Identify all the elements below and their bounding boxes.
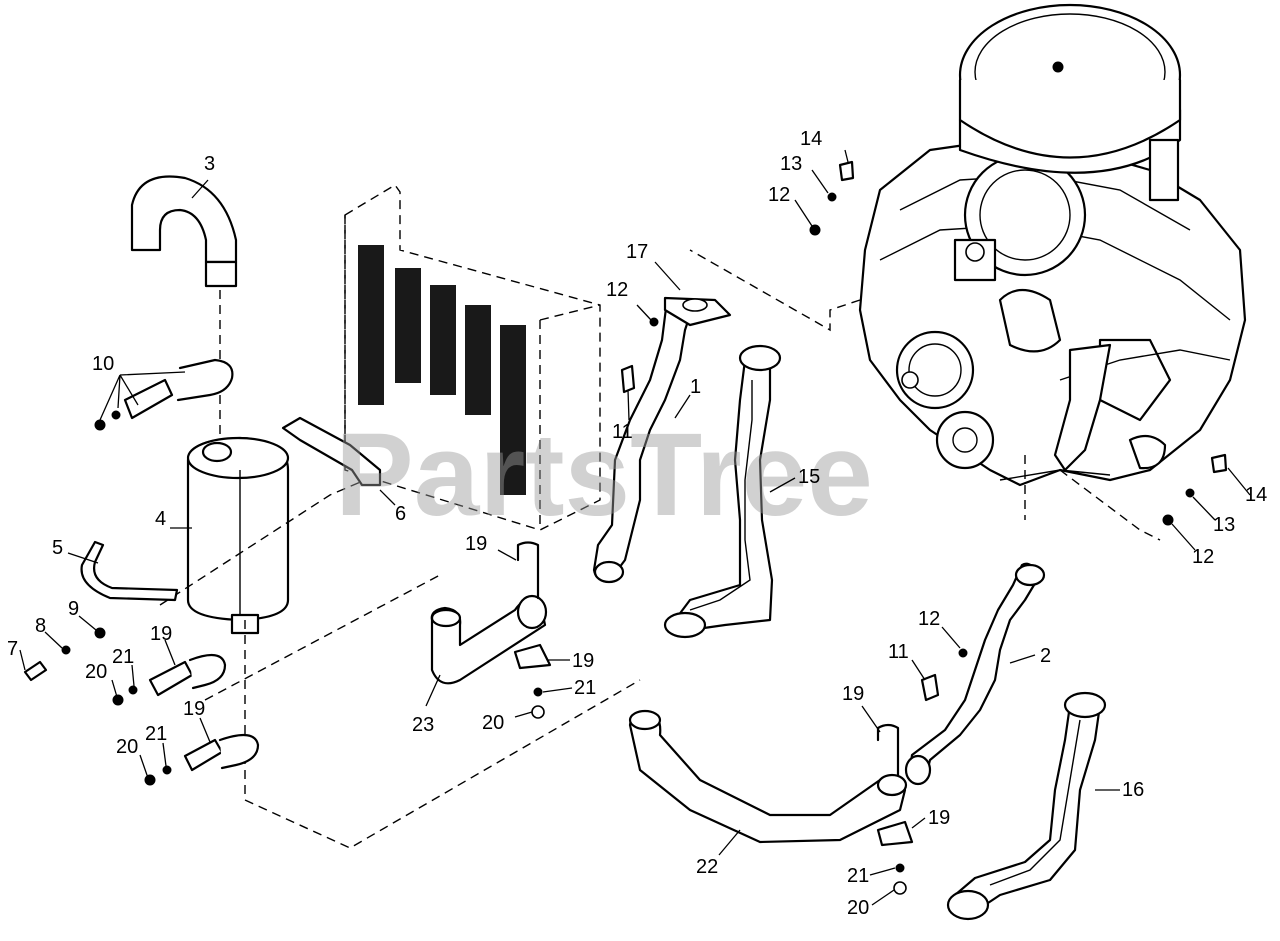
leader-lines [19,149,1251,906]
muffler-4 [159,436,641,849]
callout-9: 9 [68,598,79,620]
callout-12a: 12 [606,279,628,301]
callout-6: 6 [395,503,406,525]
pipe-1 [592,296,732,584]
callout-14a: 14 [800,128,822,150]
callout-21b: 21 [145,723,167,745]
callout-21c: 21 [574,677,596,699]
callout-19c: 19 [465,533,487,555]
callout-20d: 20 [847,897,869,919]
callout-21a: 21 [112,646,134,668]
clamp-19-left-upper [112,653,227,706]
callout-17: 17 [626,241,648,263]
callout-7: 7 [7,638,18,660]
callout-3: 3 [204,153,215,175]
engine-assembly [689,3,1247,541]
callout-8: 8 [35,615,46,637]
callout-20c: 20 [482,712,504,734]
watermark-text: PartsTree [335,409,873,541]
callout-19d: 19 [572,650,594,672]
callout-19f: 19 [928,807,950,829]
callout-12d: 12 [918,608,940,630]
callout-14b: 14 [1245,484,1267,506]
callout-13b: 13 [1213,514,1235,536]
callout-19b: 19 [183,698,205,720]
hardware-7-8-9 [23,627,106,682]
bracket-6 [281,416,382,487]
callout-12c: 12 [1192,546,1214,568]
louvers [358,245,526,495]
callout-20a: 20 [85,661,107,683]
callout-21d: 21 [847,865,869,887]
callout-4: 4 [155,508,166,530]
callout-16: 16 [1122,779,1144,801]
callout-11a: 11 [612,421,633,443]
strap-5 [80,540,179,602]
hose-15 [663,344,782,639]
pipe-2 [904,562,1046,786]
elbow-pipe-23 [430,541,552,719]
callouts: 3 10 4 5 6 7 8 9 19 21 20 19 21 20 19 19… [7,128,1267,919]
callout-1: 1 [690,376,701,398]
callout-10: 10 [92,353,114,375]
callout-5: 5 [52,537,63,559]
hose-16 [946,691,1107,921]
callout-11b: 11 [888,641,909,663]
tail-pipe-3 [130,175,238,440]
callout-22: 22 [696,856,718,878]
clamp-10 [94,358,234,431]
heat-shield-panel [344,184,601,531]
callout-12b: 12 [768,184,790,206]
callout-15: 15 [798,466,820,488]
engine-hardware [809,160,1228,526]
callout-19a: 19 [150,623,172,645]
pipe-22 [628,709,914,895]
clamp-19-left-lower [144,733,260,786]
callout-13a: 13 [780,153,802,175]
callout-23: 23 [412,714,434,736]
callout-2: 2 [1040,645,1051,667]
callout-20b: 20 [116,736,138,758]
callout-19e: 19 [842,683,864,705]
